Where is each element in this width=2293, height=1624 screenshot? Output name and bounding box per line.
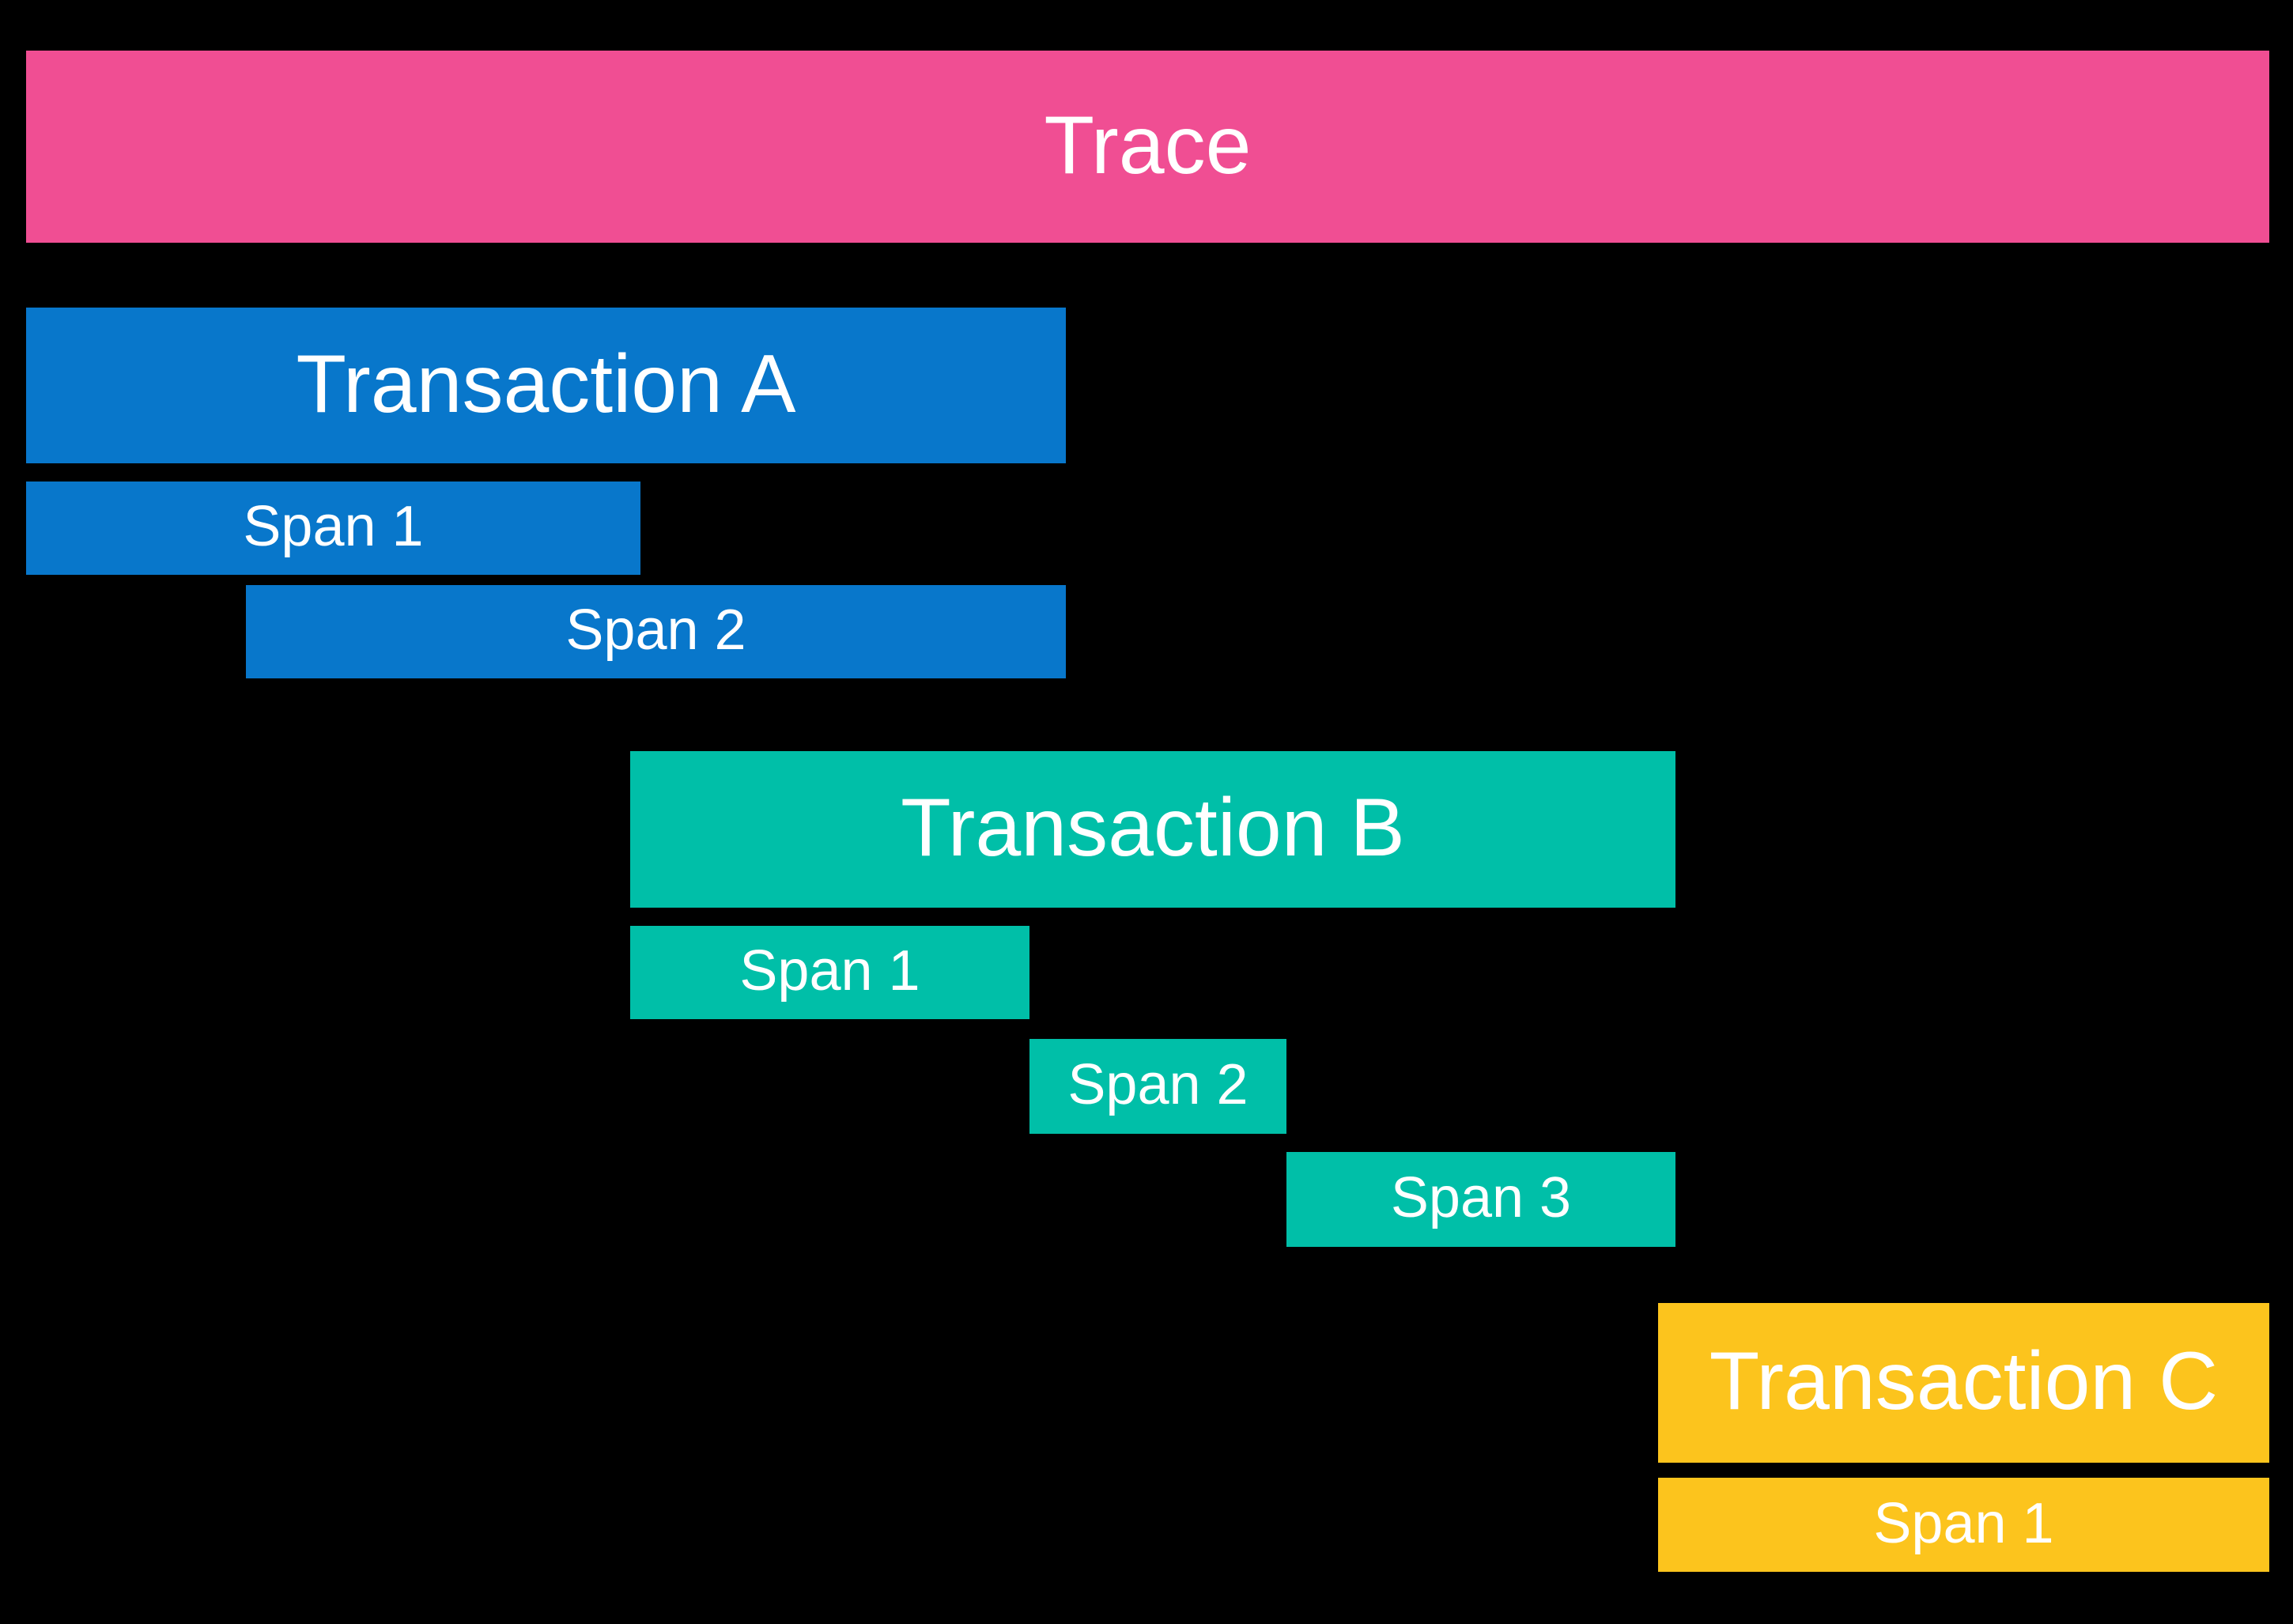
- transaction-a-span-1-label: Span 1: [243, 495, 424, 558]
- transaction-b-span-3-bar: Span 3: [1286, 1152, 1675, 1247]
- transaction-c-bar: Transaction C: [1658, 1303, 2269, 1463]
- transaction-b-span-3-label: Span 3: [1390, 1166, 1572, 1229]
- trace-label: Trace: [1044, 99, 1252, 191]
- transaction-c-label: Transaction C: [1709, 1335, 2219, 1427]
- transaction-a-bar: Transaction A: [26, 308, 1066, 463]
- transaction-b-span-1-bar: Span 1: [630, 926, 1029, 1019]
- transaction-a-span-1-bar: Span 1: [26, 482, 640, 575]
- transaction-a-span-2-bar: Span 2: [246, 585, 1066, 678]
- transaction-b-span-2-label: Span 2: [1067, 1053, 1248, 1116]
- transaction-a-span-2-label: Span 2: [565, 599, 746, 662]
- transaction-c-span-1-label: Span 1: [1873, 1491, 2054, 1555]
- transaction-b-span-1-label: Span 1: [739, 939, 920, 1003]
- trace-bar: Trace: [26, 51, 2269, 243]
- transaction-b-span-2-bar: Span 2: [1029, 1039, 1286, 1134]
- transaction-a-label: Transaction A: [296, 338, 796, 430]
- transaction-b-bar: Transaction B: [630, 751, 1675, 908]
- transaction-c-span-1-bar: Span 1: [1658, 1478, 2269, 1572]
- transaction-b-label: Transaction B: [901, 782, 1405, 874]
